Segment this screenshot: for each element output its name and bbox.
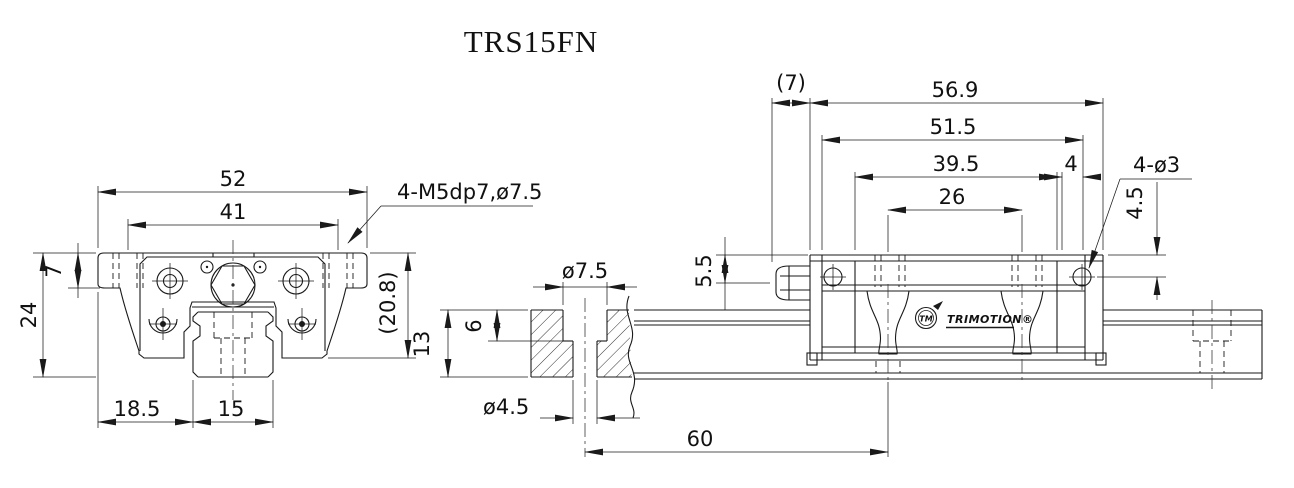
flange-hole-hidden-lines: [112, 253, 354, 288]
dim-5-5: 5.5: [692, 237, 808, 310]
dim-20-8: (20.8): [328, 252, 416, 359]
dim-label-39-5: 39.5: [933, 152, 980, 176]
drawing-title: TRS15FN: [464, 24, 598, 59]
break-line: [626, 295, 636, 419]
dim-52: 52: [97, 167, 368, 248]
brand-logo: TM TRIMOTION®: [914, 301, 1034, 330]
rail-section-view: ø7.5 6 13 ø4.5 60: [410, 259, 889, 457]
dim-label-24: 24: [17, 302, 41, 329]
side-hole-note: 4-ø3: [1088, 153, 1192, 269]
dim-label-60: 60: [687, 427, 714, 451]
hatch-left: [531, 310, 573, 377]
dim-label-4-dia-3: 4-ø3: [1133, 153, 1180, 177]
dim-label-56-9: 56.9: [932, 78, 979, 102]
thread-note: 4-M5dp7,ø7.5: [347, 180, 542, 244]
side-holes: [820, 264, 1095, 290]
logo-emblem-text: TM: [919, 315, 932, 324]
dim-label-52: 52: [220, 167, 247, 191]
dim-label-51-5: 51.5: [930, 115, 977, 139]
dim-7: 7: [42, 243, 100, 298]
dim-label-18-5: 18.5: [114, 397, 161, 421]
dim-24: 24: [17, 252, 96, 378]
mounting-holes: [148, 260, 317, 340]
dim-39-5: 39.5: [854, 152, 1058, 250]
dim-label-20-8: (20.8): [376, 271, 400, 334]
dim-60: 60: [584, 382, 889, 457]
dim-label-4: 4: [1064, 152, 1077, 176]
hatch-right: [597, 310, 632, 377]
dim-13: 13: [410, 309, 528, 378]
dim-dia-4-5: ø4.5: [483, 380, 640, 424]
top-tap-holes-hidden: [874, 255, 1043, 287]
dim-label-4-5: 4.5: [1123, 186, 1147, 219]
logo-brand-text: TRIMOTION®: [947, 313, 1034, 326]
grease-nipple-side: [775, 265, 810, 301]
ball-return-funnels: [866, 284, 1044, 380]
dim-18-5-and-15: 18.5 15: [97, 292, 274, 428]
dim-41: 41: [127, 200, 339, 250]
dim-6: 6: [462, 309, 568, 342]
dim-label-26: 26: [939, 185, 966, 209]
block-side: TM TRIMOTION®: [775, 254, 1107, 380]
dim-label-13: 13: [410, 331, 434, 358]
logo-flag-icon: [933, 301, 943, 310]
dim-26: 26: [887, 185, 1023, 252]
dim-56-9: 56.9: [809, 78, 1104, 250]
dim-label-dia-4-5: ø4.5: [483, 395, 529, 419]
side-view: TM TRIMOTION® (7) 56.9 51.5: [634, 71, 1263, 390]
dim-dia-7-5: ø7.5: [533, 259, 637, 305]
dim-label-15: 15: [218, 397, 245, 421]
grease-nipple-hex: [210, 262, 256, 308]
front-view: 52 41 7 24 (20.8): [17, 167, 542, 428]
dim-label-dia-7-5: ø7.5: [562, 259, 608, 283]
thread-note-label: 4-M5dp7,ø7.5: [397, 180, 542, 204]
dim-label-7: 7: [42, 264, 66, 277]
dim-label-6: 6: [462, 319, 486, 332]
rail-cross-section: [192, 311, 274, 378]
rail-side: [634, 300, 1263, 390]
dim-51-5: 51.5: [821, 115, 1084, 250]
rail-section-outline: [530, 295, 636, 419]
dim-label-7-paren: (7): [776, 71, 806, 95]
dim-label-41: 41: [220, 200, 247, 224]
dim-label-5-5: 5.5: [692, 254, 716, 287]
block-outline: [97, 252, 368, 359]
dim-4-5: 4.5: [1097, 182, 1166, 300]
dim-7-paren: (7): [771, 71, 811, 262]
dim-4: 4: [1044, 152, 1101, 250]
logo-emblem-circle: [914, 306, 938, 330]
rail-end-hidden-hole: [1192, 300, 1232, 390]
